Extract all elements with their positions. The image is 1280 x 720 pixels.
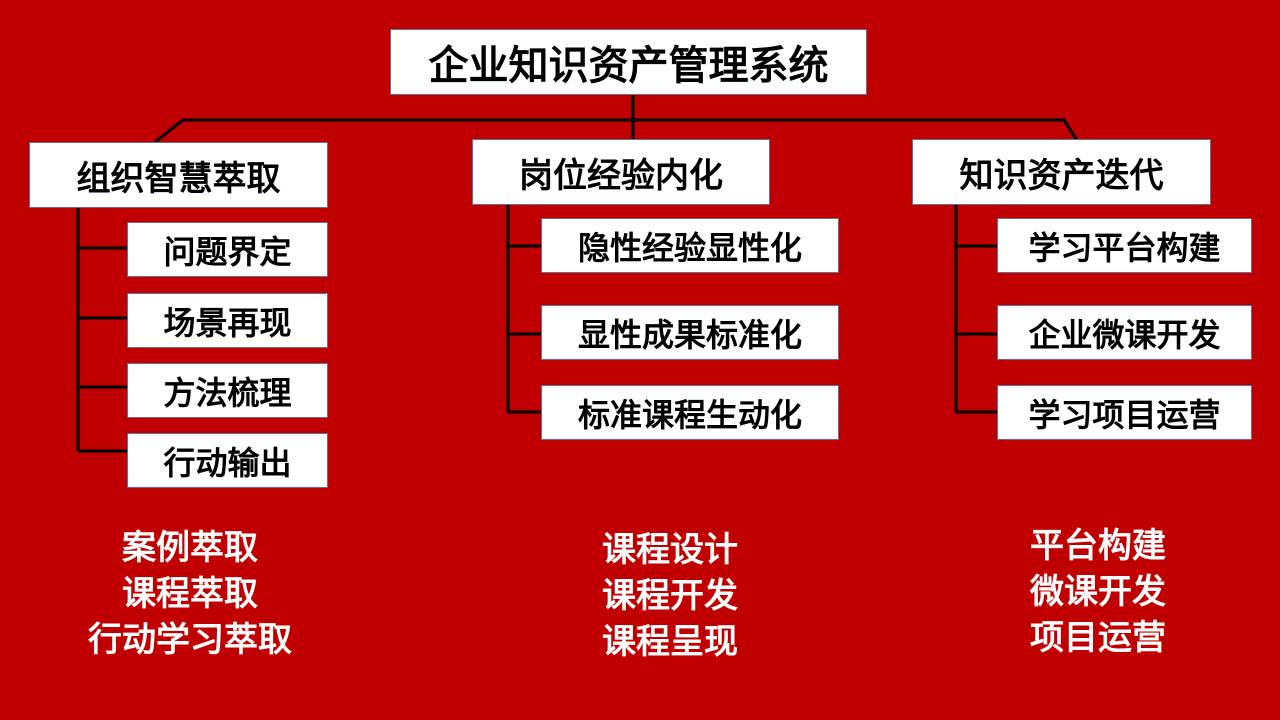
subitem-label: 学习平台构建 — [1028, 228, 1221, 267]
subitem-label: 场景再现 — [163, 303, 292, 342]
subitem-label: 企业微课开发 — [1028, 315, 1221, 354]
subitem-label: 标准课程生动化 — [577, 395, 802, 434]
subitem-node: 问题界定 — [127, 222, 328, 277]
subitem-node: 行动输出 — [127, 433, 328, 488]
category-node-1: 组织智慧萃取 — [29, 142, 328, 208]
category-node-2: 岗位经验内化 — [472, 139, 770, 205]
summary-item: 课程开发 — [602, 576, 738, 616]
category-label: 岗位经验内化 — [519, 155, 723, 196]
subitem-node: 场景再现 — [127, 293, 328, 348]
subitem-node: 标准课程生动化 — [541, 385, 839, 440]
subitem-node: 企业微课开发 — [997, 305, 1252, 360]
summary-item: 项目运营 — [1030, 618, 1166, 658]
summary-item: 案例萃取 — [122, 528, 258, 568]
subitem-node: 显性成果标准化 — [541, 305, 839, 360]
subitem-node: 隐性经验显性化 — [541, 218, 839, 273]
summary-list-1: 案例萃取 课程萃取 行动学习萃取 — [40, 525, 340, 663]
summary-list-3: 平台构建 微课开发 项目运营 — [948, 523, 1248, 661]
root-label: 企业知识资产管理系统 — [428, 43, 829, 89]
category-label: 组织智慧萃取 — [76, 158, 281, 199]
summary-item: 课程萃取 — [122, 574, 258, 614]
summary-item: 平台构建 — [1030, 526, 1166, 566]
subitem-label: 显性成果标准化 — [577, 315, 802, 354]
subitem-label: 隐性经验显性化 — [577, 228, 802, 267]
subitem-label: 方法梳理 — [163, 373, 292, 412]
subitem-node: 学习平台构建 — [997, 218, 1252, 273]
category-node-3: 知识资产迭代 — [912, 139, 1211, 205]
summary-list-2: 课程设计 课程开发 课程呈现 — [520, 527, 820, 665]
summary-item: 行动学习萃取 — [88, 620, 292, 660]
subitem-label: 行动输出 — [163, 443, 292, 482]
summary-item: 课程呈现 — [602, 622, 738, 662]
subitem-label: 问题界定 — [163, 232, 292, 271]
subitem-node: 学习项目运营 — [997, 385, 1252, 440]
root-node: 企业知识资产管理系统 — [390, 29, 867, 95]
subitem-label: 学习项目运营 — [1028, 395, 1221, 434]
summary-item: 微课开发 — [1030, 572, 1166, 612]
category-label: 知识资产迭代 — [959, 155, 1164, 196]
subitem-node: 方法梳理 — [127, 363, 328, 418]
summary-item: 课程设计 — [602, 530, 738, 570]
